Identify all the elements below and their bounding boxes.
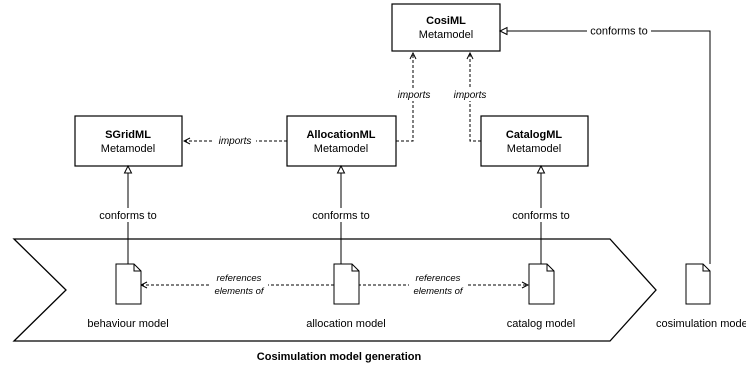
sgridml-metamodel-box[interactable]: SGridML Metamodel [74, 115, 183, 167]
imports-label: imports [454, 90, 487, 101]
imports-allocation-to-sgridml: imports [184, 134, 287, 147]
references-label: elements of [413, 286, 463, 297]
conforms-behaviour-to-sgridml: conforms to [96, 164, 160, 264]
conforms-to-label: conforms to [590, 26, 647, 38]
imports-label: imports [398, 90, 431, 101]
imports-allocation-to-cosiml: imports [394, 53, 433, 142]
references-label: references [416, 273, 461, 284]
references-label: elements of [214, 286, 264, 297]
allocation-model-label: allocation model [306, 318, 386, 330]
allocationml-metamodel-box[interactable]: AllocationML Metamodel [286, 115, 397, 167]
behaviour-model-document-icon[interactable] [115, 263, 142, 305]
references-allocation-to-catalog: references elements of [348, 271, 528, 297]
cosiml-metamodel-box[interactable]: CosiML Metamodel [391, 3, 501, 52]
catalogml-title: CatalogML [506, 129, 563, 141]
catalogml-metamodel-box[interactable]: CatalogML Metamodel [480, 115, 589, 167]
conforms-cosimulation-to-cosiml: conforms to [498, 24, 711, 264]
imports-catalog-to-cosiml: imports [451, 53, 490, 142]
allocationml-subtitle: Metamodel [314, 143, 368, 155]
cosimulation-model-document-icon[interactable] [685, 263, 711, 305]
process-caption: Cosimulation model generation [257, 351, 422, 363]
imports-label: imports [219, 136, 252, 147]
sgridml-subtitle: Metamodel [101, 143, 155, 155]
conforms-to-label: conforms to [312, 210, 369, 222]
conforms-allocation-to-allocationml: conforms to [309, 164, 373, 264]
references-allocation-to-behaviour: references elements of [141, 271, 334, 297]
allocationml-title: AllocationML [306, 129, 375, 141]
allocation-model-document-icon[interactable] [333, 263, 360, 305]
references-label: references [217, 273, 262, 284]
conforms-catalog-to-catalogml: conforms to [509, 164, 573, 264]
catalogml-subtitle: Metamodel [507, 143, 561, 155]
behaviour-model-label: behaviour model [87, 318, 168, 330]
conforms-to-label: conforms to [99, 210, 156, 222]
cosiml-subtitle: Metamodel [419, 29, 473, 41]
cosimulation-model-label: cosimulation mode [656, 318, 746, 330]
cosiml-title: CosiML [426, 15, 466, 27]
conforms-to-label: conforms to [512, 210, 569, 222]
catalog-model-document-icon[interactable] [528, 263, 555, 305]
catalog-model-label: catalog model [507, 318, 576, 330]
sgridml-title: SGridML [105, 129, 151, 141]
